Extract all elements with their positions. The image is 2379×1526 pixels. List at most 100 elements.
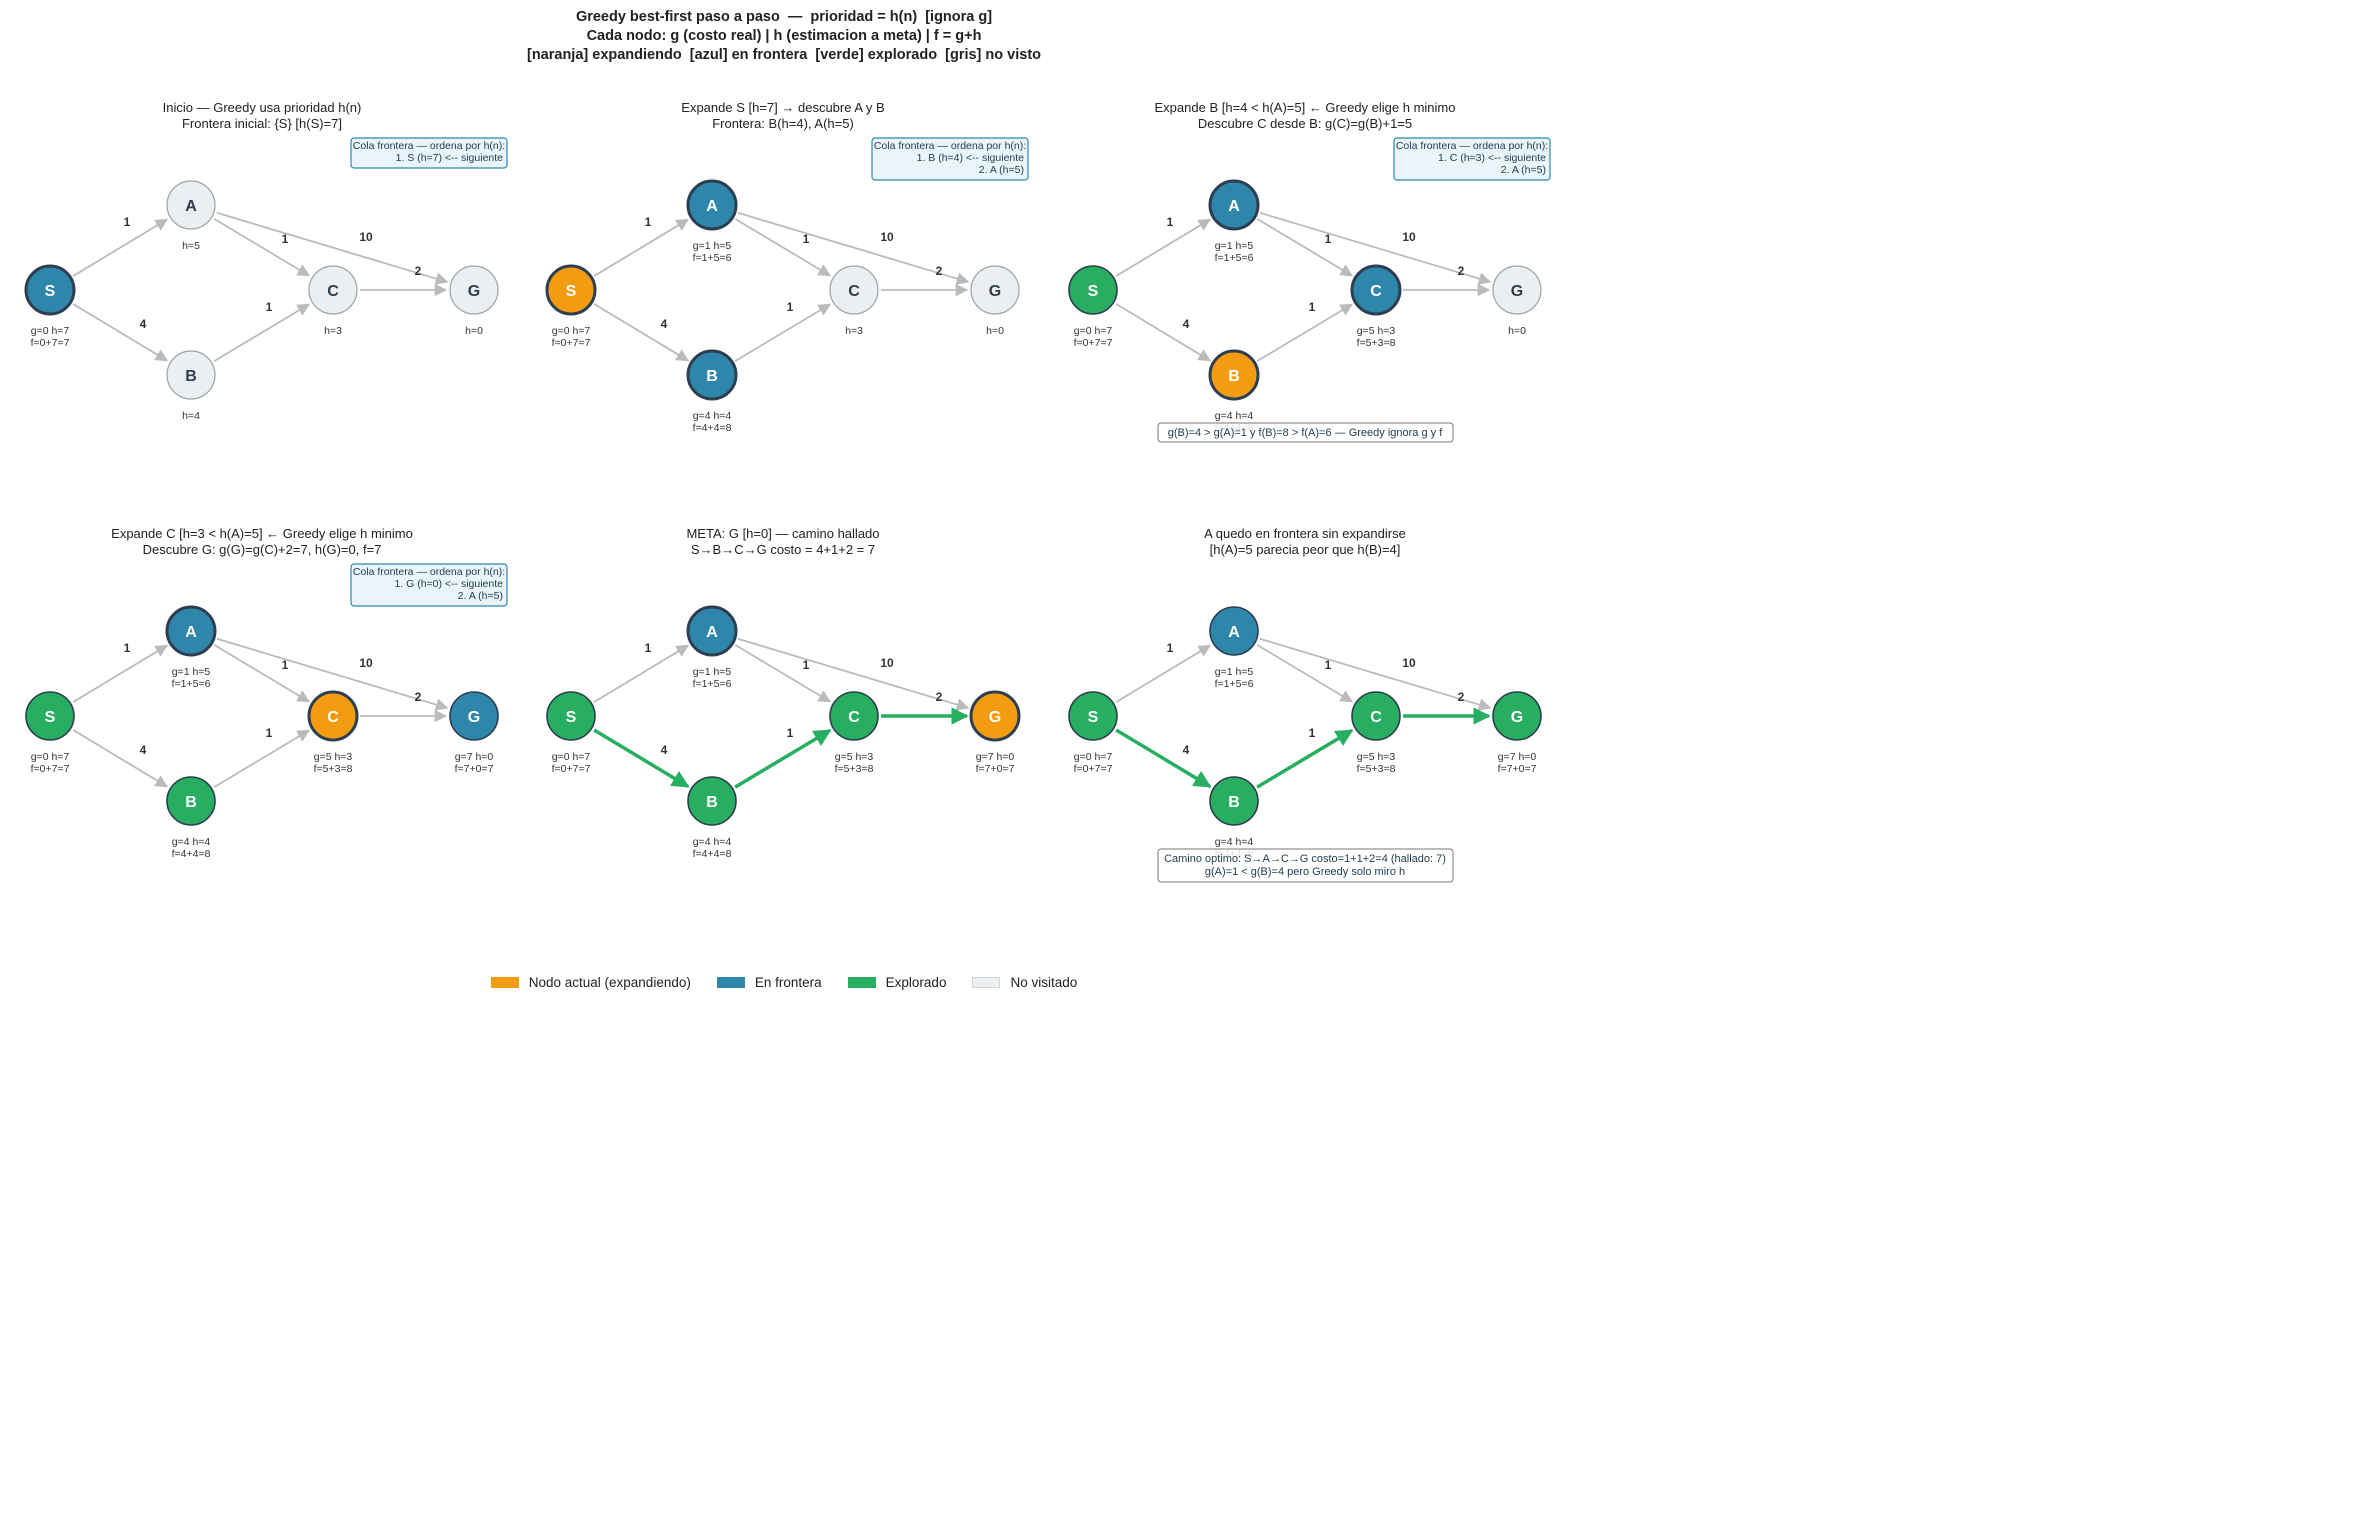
node-S: Sg=0 h=7f=0+7=7 — [546, 691, 596, 775]
node-G: Gh=0 — [449, 265, 499, 337]
node-label: A — [706, 624, 718, 641]
node-label: C — [848, 709, 860, 726]
legend-label: No visitado — [1010, 975, 1078, 990]
legend-item-explored: Explorado — [847, 975, 946, 990]
header-color-key: [naranja] expandiendo [azul] en frontera… — [526, 47, 1042, 63]
edge-weight: 1 — [803, 658, 810, 672]
edge-weight: 2 — [936, 264, 943, 278]
node-circle — [308, 265, 358, 315]
edge-A-C — [734, 644, 832, 703]
header-subtitle: Cada nodo: g (costo real) | h (estimacio… — [586, 28, 982, 44]
node-S: Sg=0 h=7f=0+7=7 — [1068, 265, 1118, 349]
node-circle — [166, 776, 216, 826]
edge-S-B — [72, 303, 169, 362]
node-circle — [829, 265, 879, 315]
queue-entry: 2. A (h=5) — [458, 590, 503, 602]
node-values: g=1 h=5 — [1215, 240, 1254, 252]
edge-weight: 2 — [1458, 690, 1465, 704]
node-values: f=0+7=7 — [1074, 763, 1113, 775]
node-label: S — [1088, 283, 1099, 300]
node-G: Gg=7 h=0f=7+0=7 — [449, 691, 499, 775]
panel-subtitle: [h(A)=5 parecia peor que h(B)=4] — [1210, 542, 1401, 557]
legend-item-frontier: En frontera — [716, 975, 822, 990]
node-C: Ch=3 — [308, 265, 358, 337]
node-label: B — [1228, 368, 1240, 385]
edge-weight: 1 — [1167, 641, 1174, 655]
node-label: A — [185, 198, 197, 215]
edge-S-B — [1115, 303, 1212, 362]
node-label: A — [1228, 624, 1240, 641]
edge-A-G — [737, 211, 970, 285]
node-A: Ag=1 h=5f=1+5=6 — [1208, 179, 1260, 264]
node-label: C — [327, 283, 339, 300]
panel-subtitle: Frontera inicial: {S} [h(S)=7] — [182, 116, 342, 131]
note-text: g(A)=1 < g(B)=4 pero Greedy solo miro h — [1205, 866, 1405, 878]
edge-A-G — [216, 211, 449, 285]
node-circle — [1068, 265, 1118, 315]
frontier-queue-box — [871, 137, 1029, 181]
node-label: S — [45, 283, 56, 300]
panel-subtitle: S→B→C→G costo = 4+1+2 = 7 — [691, 542, 875, 557]
panel-subtitle: Descubre C desde B: g(C)=g(B)+1=5 — [1198, 116, 1412, 131]
panel-title: A quedo en frontera sin expandirse — [1204, 526, 1406, 541]
edge-weight: 2 — [936, 690, 943, 704]
edge-A-G — [216, 637, 449, 711]
node-values: h=0 — [465, 325, 483, 337]
edge-B-C — [1256, 303, 1354, 362]
node-values: h=4 — [182, 410, 200, 422]
note-text: g(B)=4 > g(A)=1 y f(B)=8 > f(A)=6 — Gree… — [1168, 427, 1443, 439]
edge-S-A — [72, 218, 169, 277]
node-circle — [449, 691, 499, 741]
node-circle — [546, 691, 596, 741]
edge-weight: 2 — [415, 264, 422, 278]
node-C: Cg=5 h=3f=5+3=8 — [1350, 264, 1402, 349]
frontier-queue-box — [350, 137, 508, 169]
node-values: g=4 h=4 — [693, 836, 732, 848]
edge-weight: 1 — [1309, 726, 1316, 740]
edge-S-A — [593, 644, 690, 703]
edge-weight: 10 — [880, 230, 894, 244]
edge-weight: 4 — [140, 743, 147, 757]
node-values: g=0 h=7 — [1074, 751, 1113, 763]
node-label: B — [706, 368, 718, 385]
edge-weight: 1 — [787, 726, 794, 740]
node-values: g=1 h=5 — [693, 666, 732, 678]
node-values: g=7 h=0 — [976, 751, 1015, 763]
node-values: g=4 h=4 — [1215, 836, 1254, 848]
node-values: f=0+7=7 — [552, 763, 591, 775]
node-values: f=1+5=6 — [172, 678, 211, 690]
legend-swatch — [490, 977, 519, 988]
panel-subtitle: Frontera: B(h=4), A(h=5) — [712, 116, 854, 131]
node-label: C — [1370, 283, 1382, 300]
edge-weight: 1 — [803, 232, 810, 246]
node-C: Cg=5 h=3f=5+3=8 — [1351, 691, 1401, 775]
node-C: Cg=5 h=3f=5+3=8 — [829, 691, 879, 775]
node-G: Gg=7 h=0f=7+0=7 — [969, 690, 1021, 775]
queue-entry: 1. C (h=3) <-- siguiente — [1438, 152, 1546, 164]
panel-subtitle: Descubre G: g(G)=g(C)+2=7, h(G)=0, f=7 — [143, 542, 382, 557]
node-A: Ah=5 — [166, 180, 216, 252]
node-values: f=1+5=6 — [1215, 678, 1254, 690]
edge-weight: 10 — [359, 656, 373, 670]
queue-header: Cola frontera — ordena por h(n): — [1396, 140, 1548, 152]
node-B: Bg=4 h=4f=4+4=8 — [1209, 776, 1259, 860]
node-circle — [829, 691, 879, 741]
header-title: Greedy best-first paso a paso — priorida… — [575, 9, 993, 25]
node-values: h=3 — [324, 325, 342, 337]
node-circle — [24, 264, 76, 316]
legend-item-current: Nodo actual (expandiendo) — [490, 975, 691, 990]
edge-weight: 4 — [661, 317, 668, 331]
node-G: Gh=0 — [970, 265, 1020, 337]
node-circle — [1351, 691, 1401, 741]
node-label: B — [185, 794, 197, 811]
node-values: g=0 h=7 — [1074, 325, 1113, 337]
node-G: Gg=7 h=0f=7+0=7 — [1492, 691, 1542, 775]
node-values: g=5 h=3 — [314, 751, 353, 763]
panel-title: Expande B [h=4 < h(A)=5] ← Greedy elige … — [1155, 100, 1456, 115]
edge-B-C — [1256, 728, 1354, 789]
node-values: g=1 h=5 — [172, 666, 211, 678]
node-circle — [687, 776, 737, 826]
node-label: A — [185, 624, 197, 641]
node-label: G — [989, 709, 1001, 726]
node-values: f=1+5=6 — [1215, 252, 1254, 264]
